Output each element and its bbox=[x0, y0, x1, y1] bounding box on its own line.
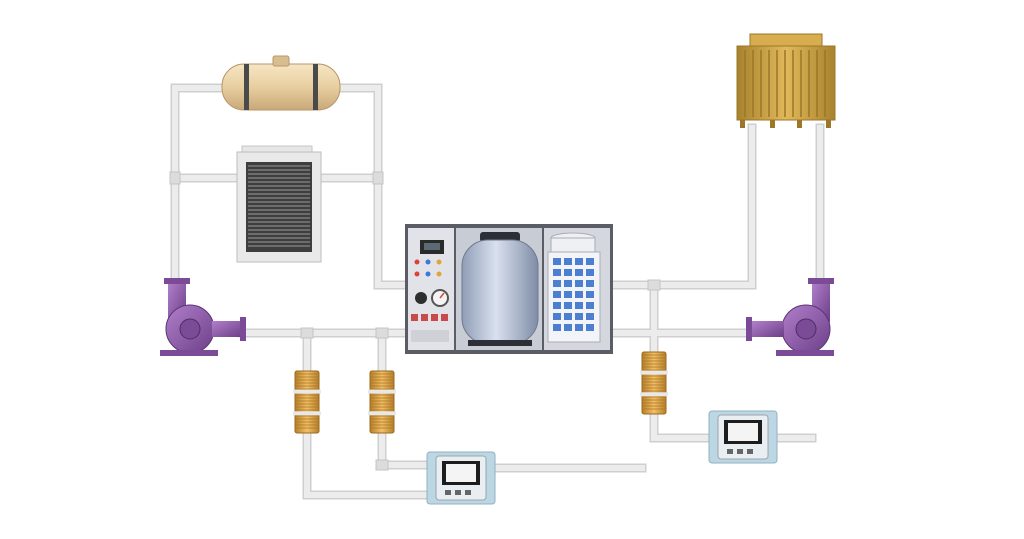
meter-button bbox=[445, 490, 451, 495]
tank-band-right bbox=[313, 64, 318, 110]
storage-tank bbox=[221, 55, 341, 111]
radiator-heat-exchanger bbox=[236, 145, 322, 263]
radiator-fins bbox=[246, 162, 312, 252]
meter-button bbox=[455, 490, 461, 495]
panel-button bbox=[411, 314, 418, 321]
inline-filter-3 bbox=[640, 351, 668, 415]
meter-button bbox=[747, 449, 753, 454]
meter-button bbox=[727, 449, 733, 454]
tank-band-left bbox=[244, 64, 249, 110]
pump-right bbox=[746, 278, 834, 356]
panel-button bbox=[421, 314, 428, 321]
panel-button bbox=[441, 314, 448, 321]
chiller-unit bbox=[405, 224, 613, 354]
indicator-light bbox=[436, 271, 442, 277]
meter-button bbox=[465, 490, 471, 495]
indicator-light bbox=[425, 271, 431, 277]
inline-filter-2 bbox=[368, 370, 396, 434]
inline-filter-1 bbox=[293, 370, 321, 434]
indicator-light bbox=[414, 259, 420, 265]
indicator-light bbox=[436, 259, 442, 265]
chiller-vessel bbox=[461, 232, 539, 346]
meter-button bbox=[737, 449, 743, 454]
flow-meter-2 bbox=[708, 410, 778, 464]
pump-left bbox=[160, 278, 246, 356]
indicator-light bbox=[414, 271, 420, 277]
panel-button bbox=[431, 314, 438, 321]
knob bbox=[415, 292, 427, 304]
indicator-light bbox=[425, 259, 431, 265]
flow-meter-1 bbox=[426, 451, 496, 505]
chiller-condenser bbox=[547, 232, 601, 343]
cooling-tower bbox=[736, 33, 836, 128]
